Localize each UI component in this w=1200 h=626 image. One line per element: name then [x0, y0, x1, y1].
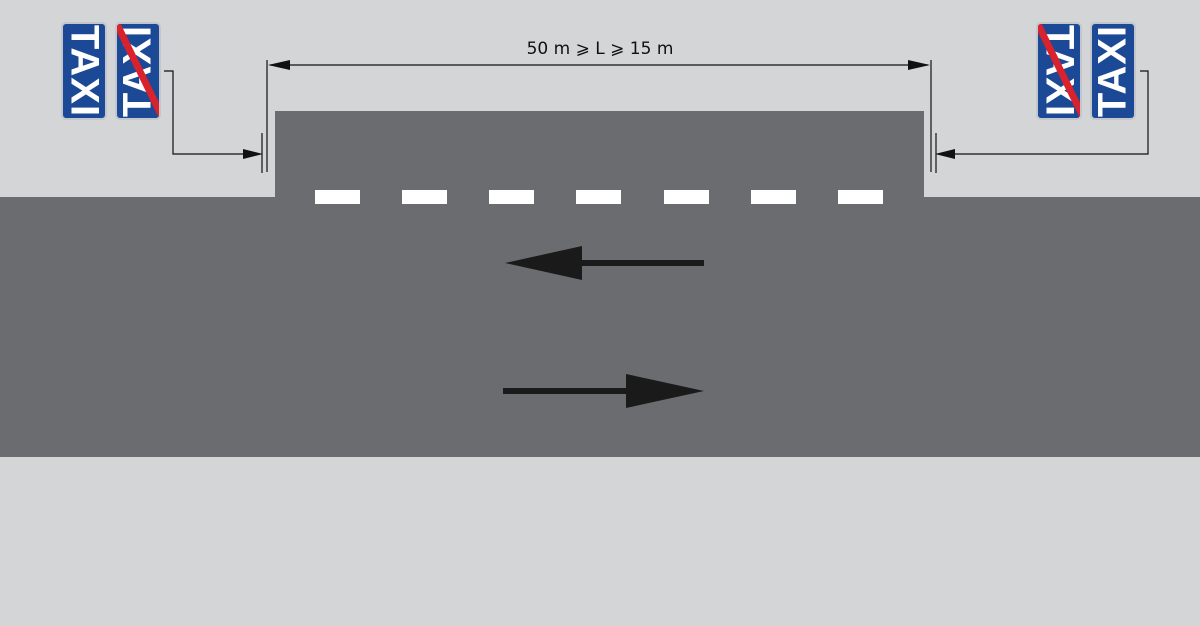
lane-dash	[838, 190, 883, 204]
taxi-bay	[275, 111, 924, 201]
lane-dash	[751, 190, 796, 204]
taxi-stand-end-sign: TAXI	[115, 22, 161, 120]
lane-dash	[402, 190, 447, 204]
sign-text: TAXI	[1090, 24, 1135, 118]
dimension-line	[164, 60, 1149, 173]
lane-dash	[489, 190, 534, 204]
arrowhead	[268, 60, 290, 70]
taxi-stand-end-sign: TAXI	[1036, 22, 1082, 120]
length-dimension-label: 50 m ⩾ L ⩾ 15 m	[526, 39, 674, 59]
dashed-lane-marking	[315, 190, 883, 204]
lane-dash	[576, 190, 621, 204]
lane-dash	[315, 190, 360, 204]
arrow-left-icon	[505, 246, 704, 280]
arrow-right-icon	[503, 374, 704, 408]
taxi-stand-start-sign: TAXI	[61, 22, 107, 120]
arrowhead	[935, 149, 955, 159]
taxi-stand-start-sign: TAXI	[1090, 22, 1136, 120]
road-surface	[0, 197, 1200, 457]
lane-dash	[664, 190, 709, 204]
sign-text: TAXI	[62, 24, 107, 118]
arrowhead	[243, 149, 263, 159]
arrowhead	[908, 60, 930, 70]
